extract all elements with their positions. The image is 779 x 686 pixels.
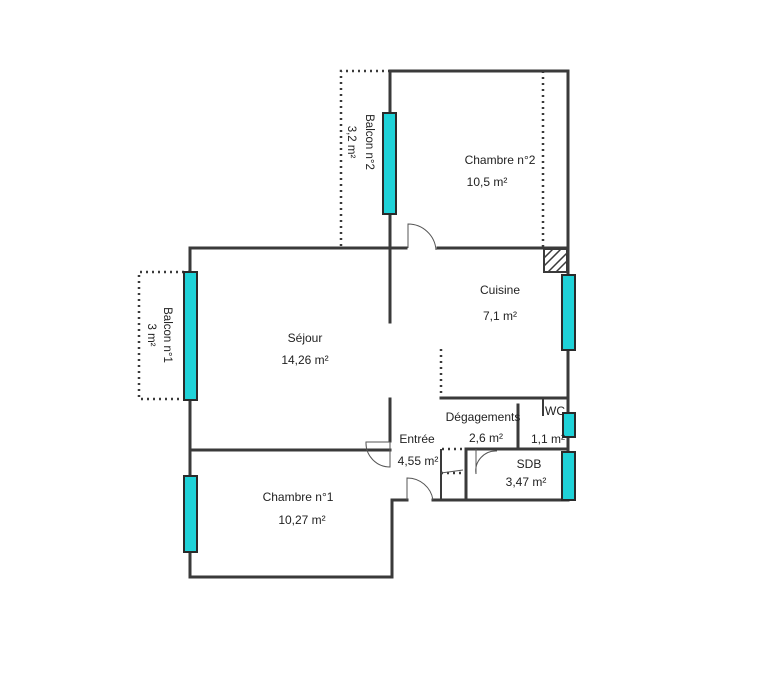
room-area-sdb: 3,47 m² [506, 475, 547, 489]
room-area-cuisine: 7,1 m² [483, 309, 517, 323]
room-name-sdb: SDB [517, 457, 542, 471]
room-area-chambre-1: 10,27 m² [278, 513, 325, 527]
room-name-degagements: Dégagements [446, 410, 521, 424]
window-wc [562, 412, 576, 438]
window-sdb [561, 451, 576, 501]
kitchen-dotted-partitions [439, 71, 545, 475]
room-area-entree: 4,55 m² [398, 454, 439, 468]
room-name-balcon-1: Balcon n°1 [161, 307, 173, 363]
doors [365, 223, 498, 501]
room-name-wc: WC [545, 404, 565, 418]
room-area-chambre-2: 10,5 m² [467, 175, 508, 189]
balcony-1-outline [137, 270, 190, 401]
room-area-degagements: 2,6 m² [469, 431, 503, 445]
room-name-chambre-2: Chambre n°2 [465, 153, 536, 167]
window-sejour [183, 271, 198, 401]
room-area-balcon-2: 3,2 m² [345, 126, 357, 159]
room-area-wc: 1,1 m² [531, 432, 565, 446]
room-name-entree: Entrée [399, 432, 435, 446]
room-name-chambre-1: Chambre n°1 [263, 490, 334, 504]
window-cuisine [561, 274, 576, 351]
windows [183, 112, 576, 553]
window-chambre-1 [183, 475, 198, 553]
room-name-cuisine: Cuisine [480, 283, 520, 297]
room-area-sejour: 14,26 m² [281, 353, 328, 367]
walls [188, 69, 570, 579]
room-area-balcon-1: 3 m² [145, 324, 157, 347]
duct-hatched [543, 248, 568, 273]
window-chambre-2 [382, 112, 397, 215]
room-name-sejour: Séjour [288, 331, 323, 345]
room-name-balcon-2: Balcon n°2 [363, 114, 375, 170]
room-labels: Chambre n°2 10,5 m² Cuisine 7,1 m² Séjou… [145, 114, 565, 527]
balcony-2-outline [339, 69, 390, 246]
